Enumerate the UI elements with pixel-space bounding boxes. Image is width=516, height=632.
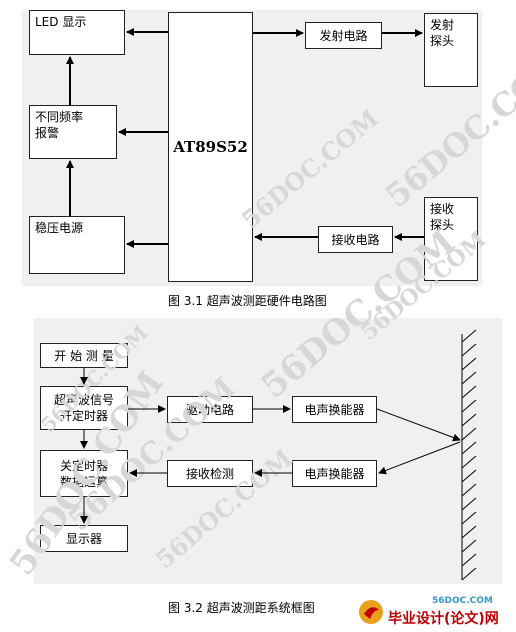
display-label: 显示器 [65, 531, 102, 546]
alarm-box: 不同频率 报警 [29, 105, 117, 159]
alarm-label: 不同频率 报警 [35, 110, 84, 140]
receive-circuit-label: 接收电路 [331, 232, 380, 247]
wave-out [376, 408, 461, 442]
start-measure-label: 开 始 测 量 [54, 348, 114, 363]
stop-timer-compute-box: 关定时器 数据运算 [40, 450, 128, 497]
figure1-caption: 图 3.1 超声波测距硬件电路图 [168, 294, 327, 308]
led-display-label: LED 显示 [35, 15, 87, 29]
transducer-top-box: 电声换能器 [292, 396, 377, 423]
logo-emblem-icon [359, 600, 383, 624]
receive-probe-label: 接收 探头 [430, 202, 455, 232]
send-signal-timer-label: 超声波信号 开定时器 [53, 393, 114, 423]
send-signal-timer-box: 超声波信号 开定时器 [40, 386, 128, 430]
transducer-bottom-box: 电声换能器 [292, 460, 377, 487]
power-supply-box: 稳压电源 [29, 216, 125, 274]
mcu-label: AT89S52 [173, 138, 248, 156]
display-box: 显示器 [40, 525, 128, 552]
transmit-circuit-box: 发射电路 [305, 22, 382, 49]
transducer-bottom-label: 电声换能器 [304, 466, 365, 481]
transmit-probe-label: 发射 探头 [430, 18, 455, 48]
transmit-probe-box: 发射 探头 [424, 13, 478, 87]
led-display-box: LED 显示 [29, 10, 125, 55]
drive-circuit-box: 驱动电路 [167, 396, 253, 423]
site-name: 毕业设计(论文)网 [388, 611, 499, 627]
receive-detect-label: 接收检测 [185, 466, 234, 481]
receive-circuit-box: 接收电路 [318, 226, 393, 253]
receive-detect-box: 接收检测 [167, 460, 253, 487]
receive-probe-box: 接收 探头 [424, 197, 478, 281]
start-measure-box: 开 始 测 量 [40, 343, 128, 368]
wall-hatching [461, 329, 477, 581]
drive-circuit-label: 驱动电路 [185, 402, 234, 417]
power-supply-label: 稳压电源 [35, 221, 84, 235]
transmit-circuit-label: 发射电路 [319, 28, 368, 43]
stop-timer-compute-label: 关定时器 数据运算 [59, 458, 108, 489]
site-url: 56DOC.COM [432, 596, 493, 606]
transducer-top-label: 电声换能器 [304, 402, 365, 417]
wave-back [378, 441, 461, 475]
mcu-box: AT89S52 [168, 12, 253, 282]
site-logo [352, 596, 512, 628]
figure2-caption: 图 3.2 超声波测距系统框图 [168, 601, 315, 615]
